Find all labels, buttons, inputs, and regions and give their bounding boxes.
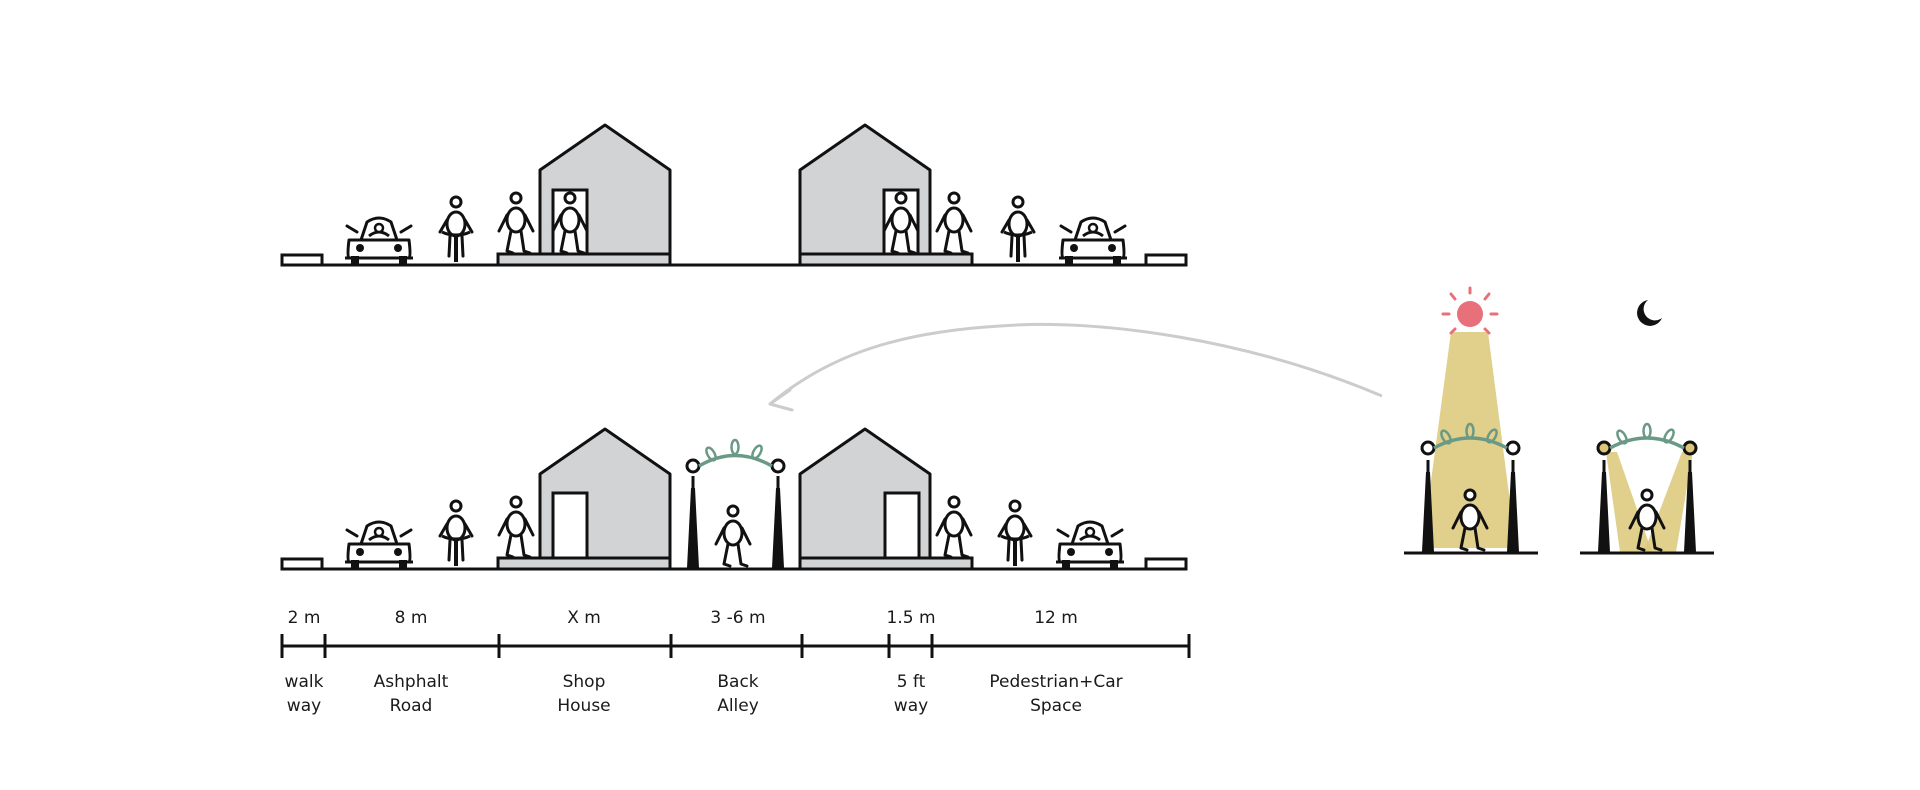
zone-label-road: Ashphalt Road	[331, 670, 491, 718]
pedestrian-icon	[497, 495, 535, 559]
zone-label-line: Back	[717, 672, 759, 692]
dimension-scale	[280, 634, 1191, 658]
sun-icon	[1441, 286, 1499, 335]
back-alley-arch	[685, 438, 786, 570]
zone-label-line: walk	[284, 672, 324, 692]
car-icon	[343, 520, 415, 570]
zone-label-line: 5 ft	[896, 672, 926, 692]
day-gate	[1404, 286, 1538, 555]
zone-label-pedestrian-car-space: Pedestrian+Car Space	[976, 670, 1136, 718]
dimension-road: 8 m	[394, 608, 428, 628]
car-icon	[343, 216, 415, 266]
dimension-back-alley: 3 -6 m	[710, 608, 766, 628]
sunlight-beam	[1422, 332, 1516, 548]
zone-label-line: Pedestrian+Car	[989, 672, 1123, 692]
curb-right	[1144, 253, 1188, 267]
zone-label-five-ft-way: 5 ft way	[831, 670, 991, 718]
moon-icon	[1637, 300, 1662, 326]
shophouse-right	[798, 123, 974, 267]
curb-left	[280, 253, 324, 267]
existing-section	[280, 123, 1188, 267]
cyclist-icon	[438, 195, 474, 264]
curved-arrow-icon	[768, 322, 1383, 412]
dimension-walkway: 2 m	[287, 608, 321, 628]
car-icon	[1054, 520, 1126, 570]
curb-left	[280, 557, 324, 571]
zone-label-line: Alley	[717, 696, 759, 716]
zone-label-line: Ashphalt	[373, 672, 449, 692]
zone-label-walkway: walk way	[224, 670, 384, 718]
lamp-light-beam	[1644, 452, 1693, 552]
dimension-shophouse: X m	[567, 608, 601, 628]
pedestrian-icon	[497, 191, 535, 255]
cyclist-icon	[997, 499, 1033, 568]
zone-label-line: Shop	[562, 672, 606, 692]
zone-label-back-alley: Back Alley	[658, 670, 818, 718]
shophouse-left	[496, 123, 672, 267]
curb-right	[1144, 557, 1188, 571]
zone-label-shophouse: Shop House	[504, 670, 664, 718]
shophouse-right	[798, 427, 974, 571]
zone-label-line: Road	[389, 696, 433, 716]
dimension-five-ft-way: 1.5 m	[886, 608, 936, 628]
night-gate	[1580, 300, 1714, 555]
pedestrian-icon	[935, 495, 973, 559]
dimension-pedestrian-car-space: 12 m	[1034, 608, 1078, 628]
proposed-section	[280, 427, 1188, 571]
zone-label-line: way	[286, 696, 322, 716]
zone-label-line: Space	[1030, 696, 1082, 716]
pedestrian-icon	[935, 191, 973, 255]
car-icon	[1057, 216, 1129, 266]
cyclist-icon	[438, 499, 474, 568]
cyclist-icon	[1000, 195, 1036, 264]
shophouse-left	[496, 427, 672, 571]
zone-label-line: way	[893, 696, 929, 716]
zone-label-line: House	[557, 696, 611, 716]
